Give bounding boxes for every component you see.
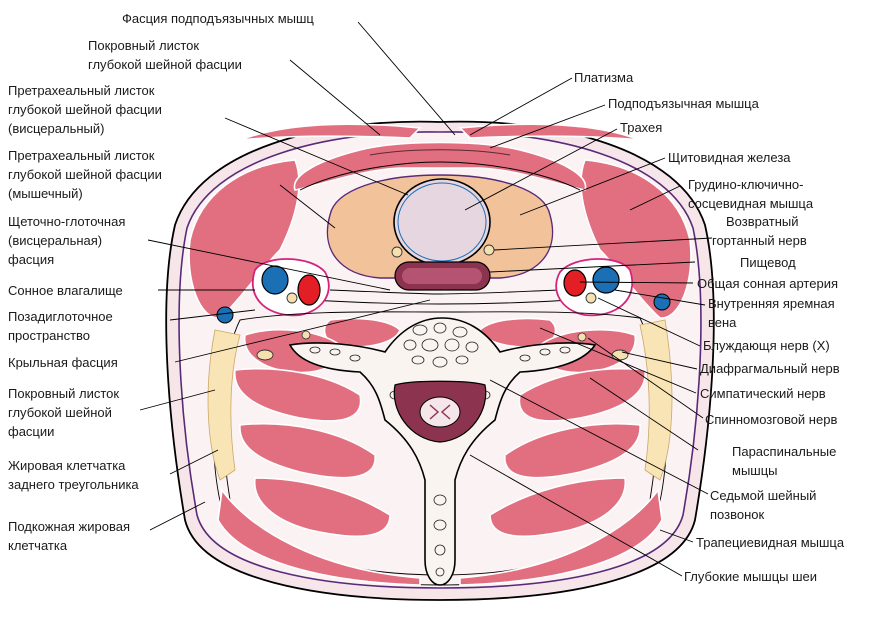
label-posterior-triangle-fat-2: заднего треугольника: [8, 477, 139, 492]
label-buccopharyngeal: Щеточно-глоточная: [8, 214, 125, 229]
trachea: [394, 179, 490, 265]
label-subcutaneous-fat: Подкожная жировая: [8, 519, 130, 534]
label-infrahyoid-fascia: Фасция подподъязычных мышц: [122, 11, 314, 26]
label-investing-fascia-top-2: глубокой шейной фасции: [88, 57, 242, 72]
label-internal-jugular-2: вена: [708, 315, 737, 330]
spinal-cord: [420, 397, 460, 427]
phrenic-nerve-right: [612, 350, 628, 360]
label-sympathetic: Симпатический нерв: [700, 386, 826, 401]
label-trachea: Трахея: [620, 120, 662, 135]
external-jugular-vein-right: [654, 294, 670, 310]
vagus-nerve-right: [586, 293, 596, 303]
label-esophagus: Пищевод: [740, 255, 796, 270]
label-infrahyoid-muscle: Подподъязычная мышца: [608, 96, 760, 111]
label-c7: Седьмой шейный: [710, 488, 816, 503]
label-investing-fascia-bottom: Покровный листок: [8, 386, 119, 401]
label-carotid-sheath: Сонное влагалище: [8, 283, 123, 298]
label-investing-fascia-top: Покровный листок: [88, 38, 199, 53]
label-trapezius: Трапециевидная мышца: [696, 535, 845, 550]
label-subcutaneous-fat-2: клетчатка: [8, 538, 68, 553]
label-scm: Грудино-ключично-: [688, 177, 803, 192]
external-jugular-vein-left: [217, 307, 233, 323]
phrenic-nerve-left: [257, 350, 273, 360]
recurrent-laryngeal-nerve-right: [484, 245, 494, 255]
internal-jugular-vein-left: [262, 266, 288, 294]
label-posterior-triangle-fat: Жировая клетчатка: [8, 458, 126, 473]
common-carotid-artery-left: [298, 275, 320, 305]
label-alar-fascia: Крыльная фасция: [8, 355, 118, 370]
label-pretracheal-muscular-2: глубокой шейной фасции: [8, 167, 162, 182]
label-recurrent-laryngeal: Возвратный: [726, 214, 799, 229]
recurrent-laryngeal-nerve-left: [392, 247, 402, 257]
label-platysma: Платизма: [574, 70, 634, 85]
label-retropharyngeal-space: Позадиглоточное: [8, 309, 113, 324]
label-pretracheal-muscular: Претрахеальный листок: [8, 148, 155, 163]
label-phrenic: Диафрагмальный нерв: [700, 361, 840, 376]
label-spinal-nerve: Спинномозговой нерв: [705, 412, 837, 427]
label-paraspinal-2: мышцы: [732, 463, 778, 478]
label-paraspinal: Параспинальные: [732, 444, 836, 459]
vagus-nerve-left: [287, 293, 297, 303]
anatomy: [166, 122, 714, 600]
label-pretracheal-visceral-3: (висцеральный): [8, 121, 104, 136]
label-deep-neck-muscles: Глубокие мышцы шеи: [684, 569, 817, 584]
label-recurrent-laryngeal-2: гортанный нерв: [712, 233, 807, 248]
label-pretracheal-visceral-2: глубокой шейной фасции: [8, 102, 162, 117]
label-c7-2: позвонок: [710, 507, 764, 522]
label-internal-jugular: Внутренняя яремная: [708, 296, 835, 311]
label-buccopharyngeal-2: (висцеральная): [8, 233, 102, 248]
label-common-carotid: Общая сонная артерия: [697, 276, 838, 291]
label-retropharyngeal-space-2: пространство: [8, 328, 90, 343]
label-pretracheal-visceral: Претрахеальный листок: [8, 83, 155, 98]
common-carotid-artery-right: [564, 270, 586, 296]
internal-jugular-vein-right: [593, 267, 619, 293]
label-vagus: Блуждающя нерв (X): [703, 338, 830, 353]
label-scm-2: сосцевидная мышца: [688, 196, 814, 211]
label-investing-fascia-bottom-2: глубокой шейной: [8, 405, 112, 420]
label-thyroid: Щитовидная железа: [668, 150, 791, 165]
label-pretracheal-muscular-3: (мышечный): [8, 186, 83, 201]
label-buccopharyngeal-3: фасция: [8, 252, 54, 267]
label-investing-fascia-bottom-3: фасции: [8, 424, 54, 439]
